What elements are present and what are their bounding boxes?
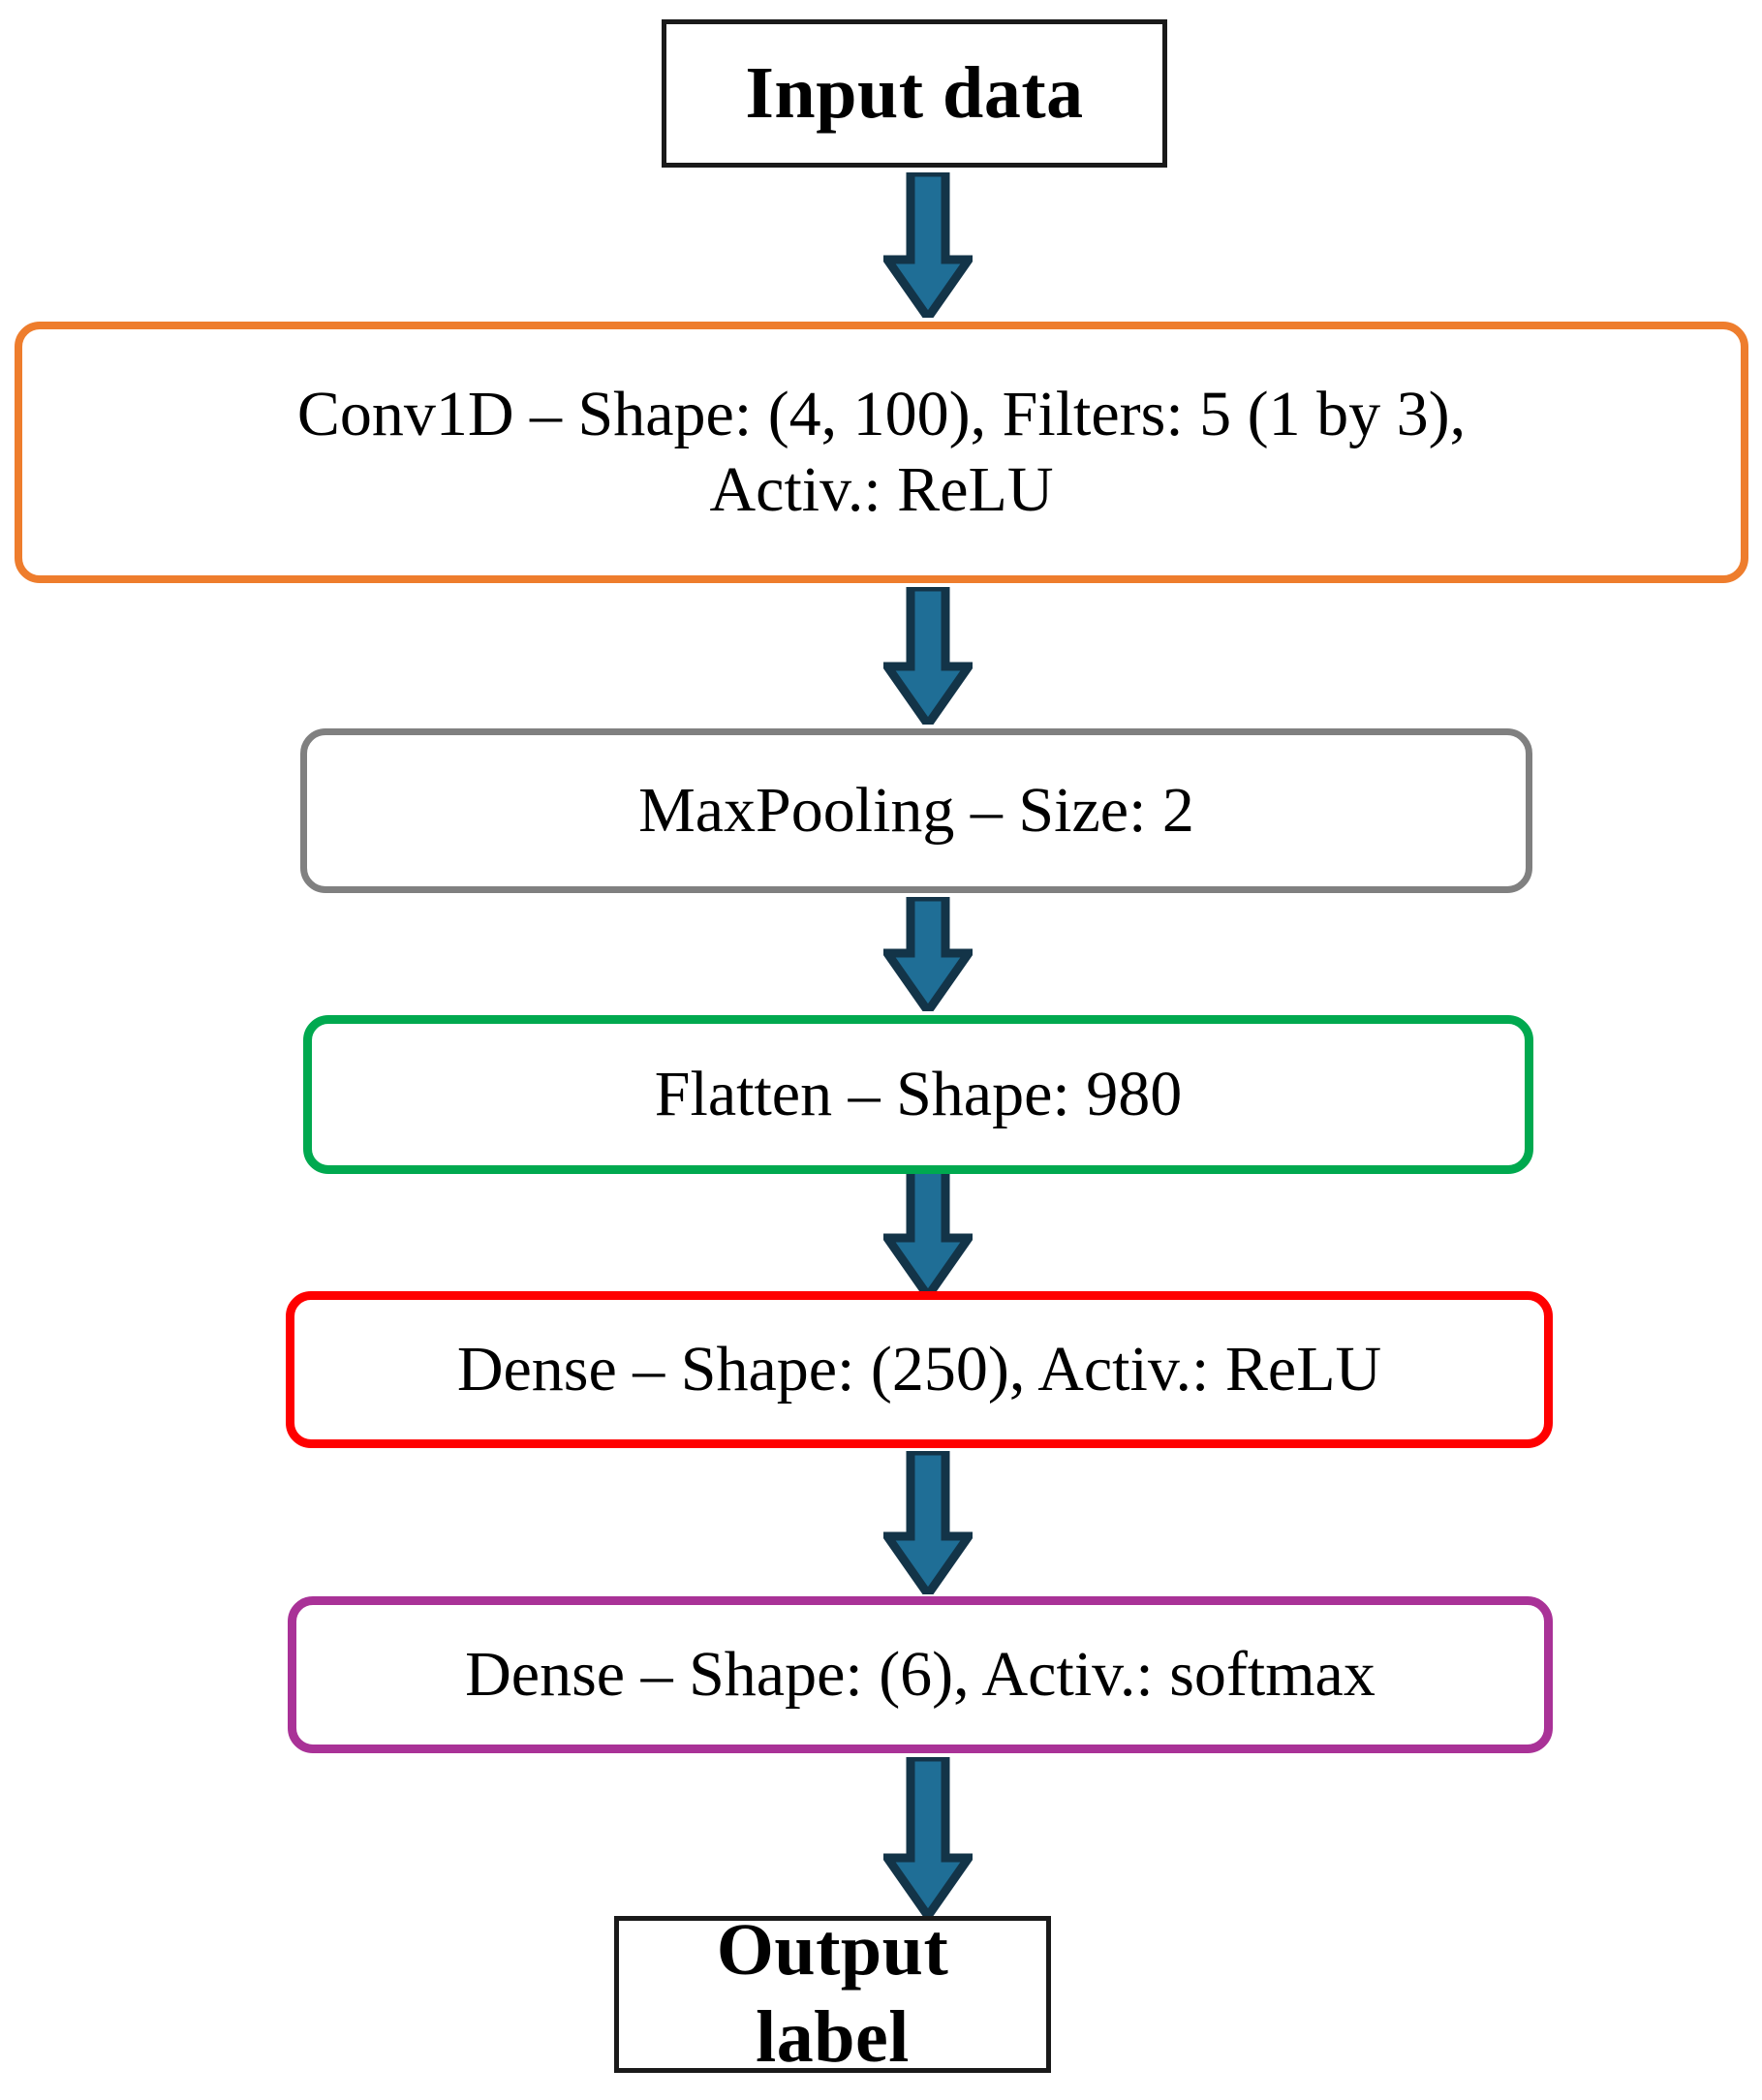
arrow-down-icon <box>883 897 973 1011</box>
dense-250-layer-box[interactable]: Dense – Shape: (250), Activ.: ReLU <box>286 1291 1553 1448</box>
maxpooling-layer-box[interactable]: MaxPooling – Size: 2 <box>300 728 1532 893</box>
flatten-layer-box-label: Flatten – Shape: 980 <box>654 1059 1183 1130</box>
arrow-dense-6-to-output <box>883 1757 973 1916</box>
maxpooling-layer-box-label: MaxPooling – Size: 2 <box>638 775 1194 847</box>
arrow-down-icon <box>883 172 973 318</box>
arrow-maxpooling-to-flatten <box>883 897 973 1011</box>
flatten-layer-box[interactable]: Flatten – Shape: 980 <box>303 1015 1533 1174</box>
output-label-box[interactable]: Output label <box>614 1909 1051 2078</box>
arrow-down-icon <box>883 1451 973 1594</box>
conv1d-layer-box-label: Conv1D – Shape: (4, 100), Filters: 5 (1 … <box>296 379 1467 525</box>
dense-6-layer-box[interactable]: Dense – Shape: (6), Activ.: softmax <box>288 1596 1553 1753</box>
arrow-down-icon <box>883 587 973 725</box>
input-data-box[interactable]: Input data <box>662 19 1167 168</box>
input-data-box-label: Input data <box>745 51 1084 134</box>
arrow-flatten-to-dense-250 <box>883 1162 973 1296</box>
dense-6-layer-box-label: Dense – Shape: (6), Activ.: softmax <box>465 1639 1376 1711</box>
arrow-input-to-conv1d <box>883 172 973 318</box>
dense-250-layer-box-label: Dense – Shape: (250), Activ.: ReLU <box>456 1334 1382 1405</box>
arrow-down-icon <box>883 1757 973 1916</box>
arrow-conv1d-to-maxpooling <box>883 587 973 725</box>
conv1d-layer-box[interactable]: Conv1D – Shape: (4, 100), Filters: 5 (1 … <box>15 322 1748 583</box>
output-label-box-label: Output label <box>716 1909 949 2078</box>
arrow-dense-250-to-dense-6 <box>883 1451 973 1594</box>
arrow-down-icon <box>883 1162 973 1296</box>
